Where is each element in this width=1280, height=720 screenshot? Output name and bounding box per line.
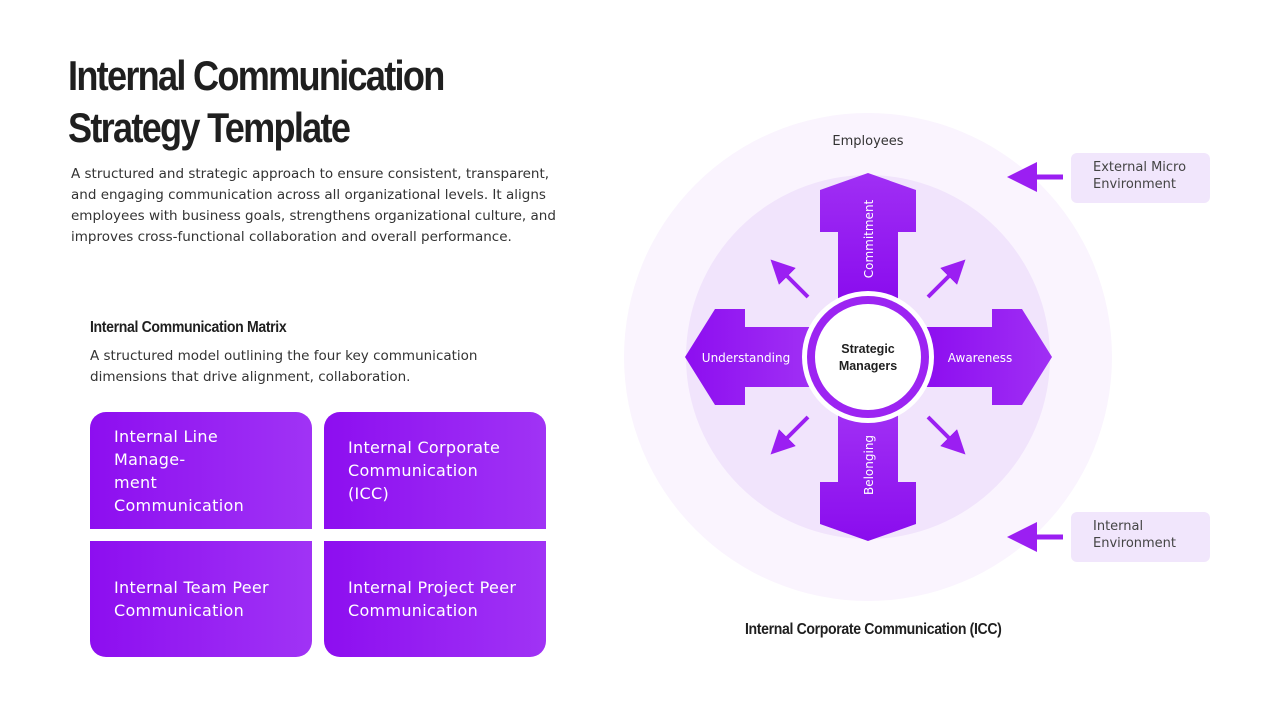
external-micro-environment-box: External Micro Environment <box>1071 153 1210 203</box>
tile-label-line2: Communication <box>114 601 245 620</box>
diagonal-arrows <box>770 259 966 455</box>
center-circle <box>815 304 921 410</box>
internal-environment-box: Internal Environment <box>1071 512 1210 562</box>
env-label-line2: Environment <box>1093 536 1177 551</box>
diag-arrow-top-right <box>926 259 966 299</box>
page-title: Internal Communication Strategy Template <box>68 52 445 151</box>
center-label-line2: Managers <box>839 359 897 373</box>
env-label-line2: Environment <box>1093 177 1177 192</box>
arrow-label-belonging: Belonging <box>862 435 876 495</box>
arrow-label-awareness: Awareness <box>948 351 1012 365</box>
center-label-line1: Strategic <box>841 342 895 356</box>
page-description: A structured and strategic approach to e… <box>71 166 556 245</box>
arrow-right <box>926 309 1052 405</box>
diag-arrow-top-left <box>770 259 810 299</box>
env-label-line1: Internal <box>1093 519 1144 534</box>
diag-arrow-bottom-left <box>770 415 810 455</box>
matrix-title: Internal Communication Matrix <box>90 319 287 336</box>
employees-label: Employees <box>832 134 903 149</box>
tile-label-line1: Internal Corporate <box>348 438 501 457</box>
diagram-caption: Internal Corporate Communication (ICC) <box>745 621 1002 638</box>
tile-label-line2: ment Communication <box>114 472 245 515</box>
matrix-tile-line-management: Internal Line Manage-ment Communication <box>90 412 312 529</box>
diag-arrow-bottom-right <box>926 415 966 455</box>
tile-label-line1: Internal Project Peer <box>348 578 517 597</box>
tile-label-line1: Internal Line Manage- <box>114 426 218 469</box>
arrow-label-commitment: Commitment <box>862 199 876 278</box>
tile-label-line1: Internal Team Peer <box>114 578 269 597</box>
matrix-subtitle: A structured model outlining the four ke… <box>90 348 478 385</box>
arrow-down <box>820 414 916 541</box>
arrow-label-understanding: Understanding <box>702 351 790 365</box>
tile-label-line2: Communication (ICC) <box>348 461 479 503</box>
arrow-left <box>685 309 810 405</box>
arrow-up <box>820 173 916 300</box>
tile-label-line2: Communication <box>348 601 479 620</box>
env-label-line1: External Micro <box>1093 160 1187 175</box>
